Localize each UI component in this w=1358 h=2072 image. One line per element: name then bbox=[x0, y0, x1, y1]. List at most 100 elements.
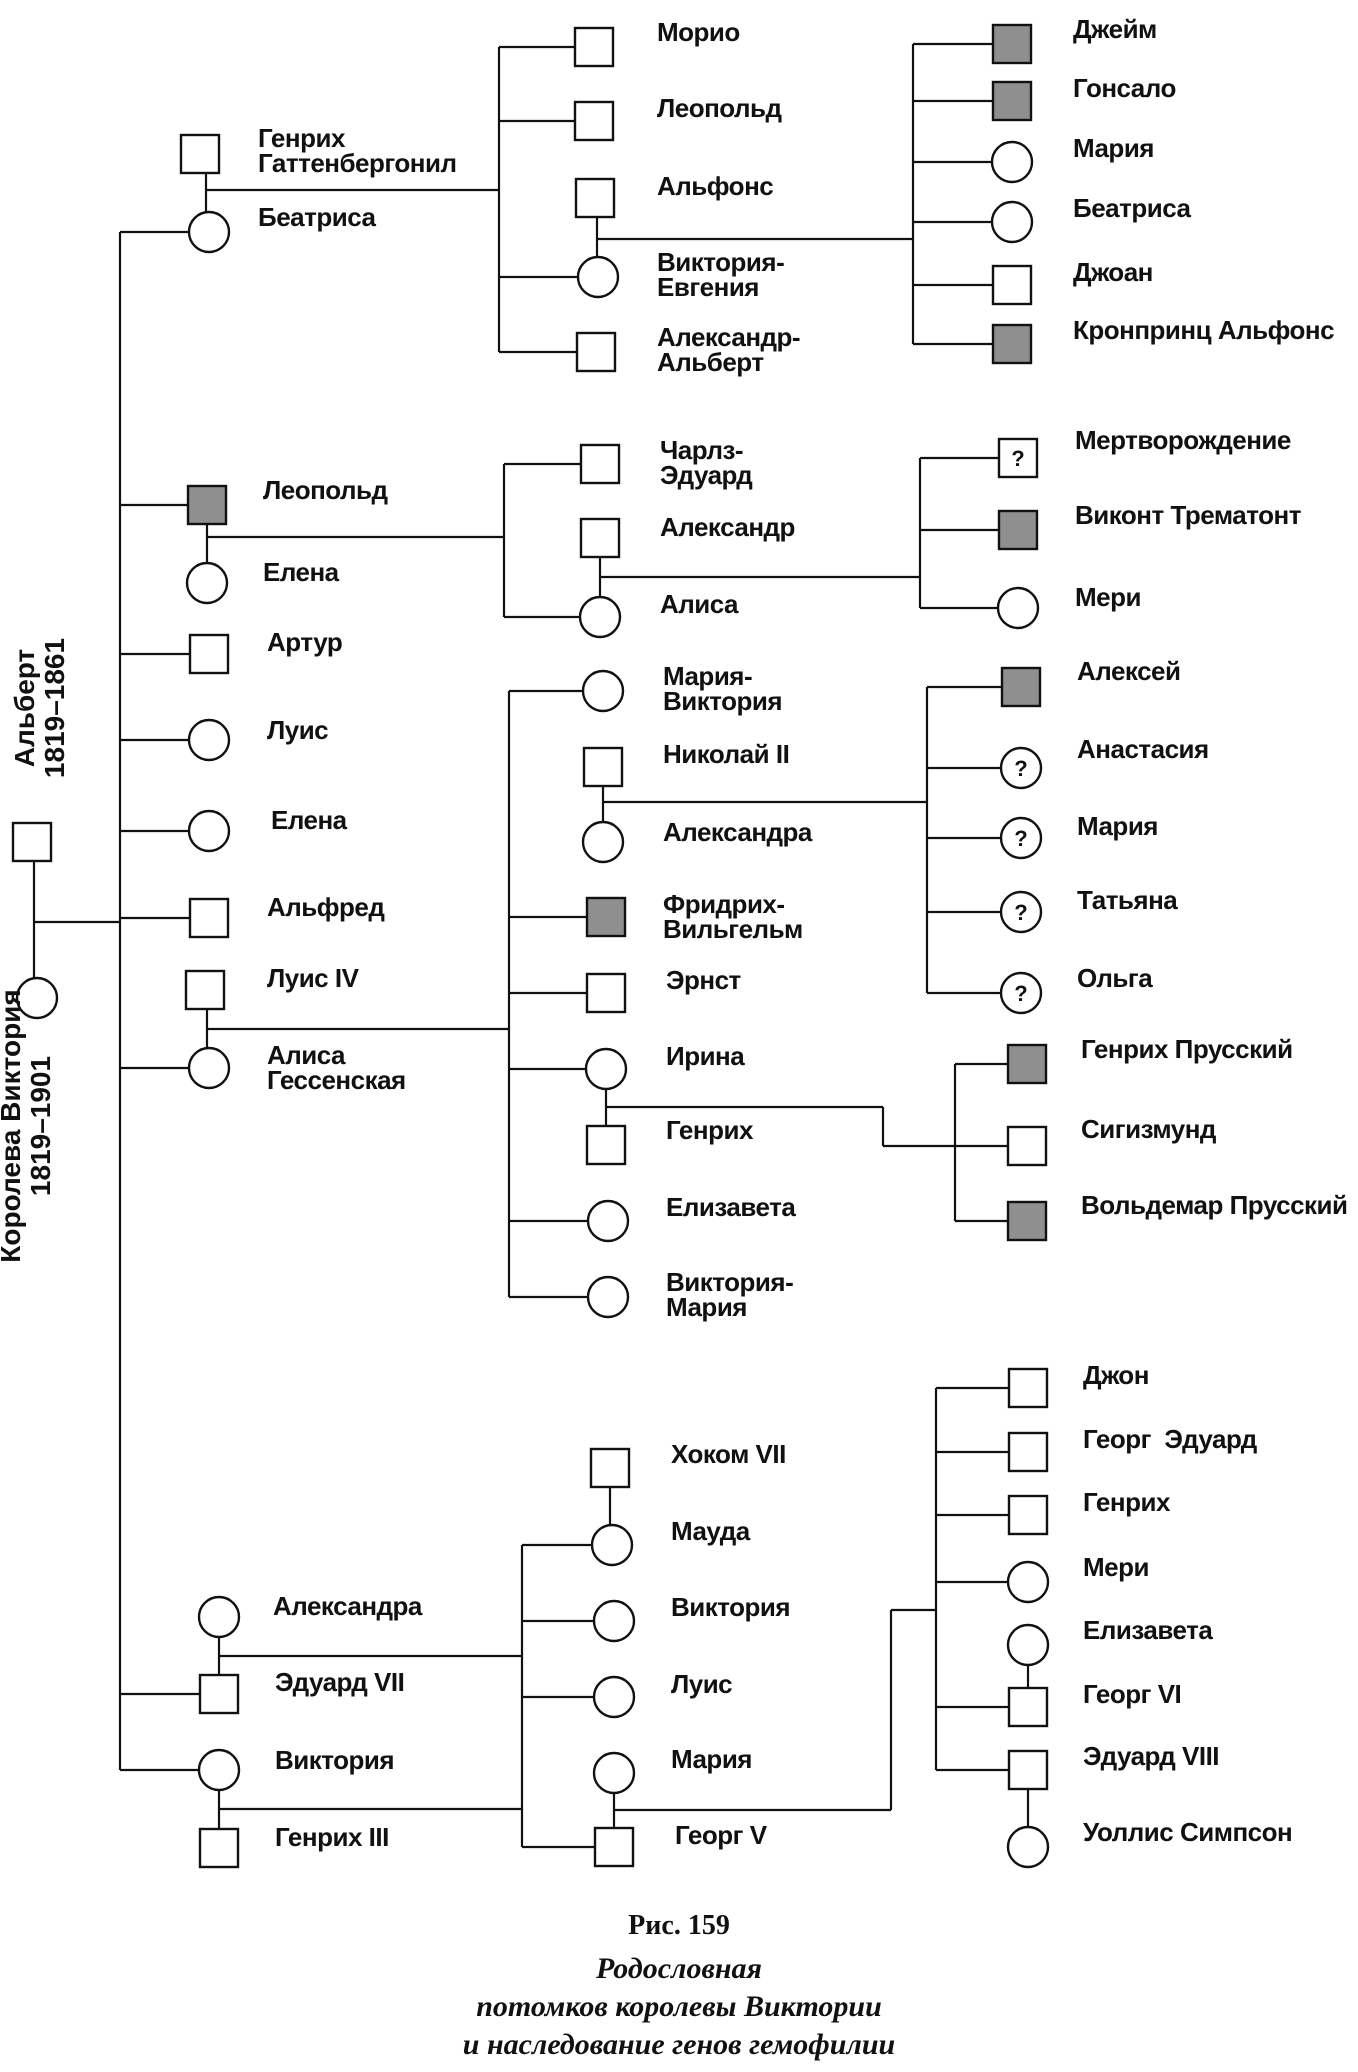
person-name-leopold-b: Леопольд bbox=[657, 93, 782, 123]
person-name-juan: Джоан bbox=[1073, 257, 1153, 287]
question-mark: ? bbox=[1011, 446, 1024, 471]
person-charles-edward-square bbox=[579, 443, 621, 485]
person-name-crown-prince-alfonso: Кронпринц Альфонс bbox=[1073, 315, 1335, 345]
person-name-friedrich-wilhelm: Фридрих- Вильгельм bbox=[663, 889, 803, 944]
figure-number: Рис. 159 bbox=[628, 1910, 730, 1941]
person-name-charles-edward: Чарлз- Эдуард bbox=[660, 435, 753, 490]
person-victoria-e-circle bbox=[592, 1599, 636, 1643]
person-anastasia-circle: ? bbox=[999, 746, 1043, 790]
person-mary-g-circle bbox=[1006, 1560, 1050, 1604]
person-name-victoria-g: Виктория bbox=[275, 1745, 395, 1775]
person-name-helena-w: Елена bbox=[263, 557, 339, 587]
person-beatrice-circle bbox=[187, 210, 231, 254]
person-henry-battenberg-square bbox=[179, 133, 221, 175]
person-edward-viii-square bbox=[1007, 1749, 1049, 1791]
person-crown-prince-alfonso-square bbox=[991, 323, 1033, 365]
person-alexandra-d-circle bbox=[197, 1595, 241, 1639]
person-name-henry-prussia: Генрих bbox=[666, 1115, 753, 1145]
person-name-maurice: Морио bbox=[657, 17, 740, 47]
person-name-haakon-vii: Хоком VII bbox=[671, 1439, 786, 1469]
person-name-henry-g: Генрих bbox=[1083, 1487, 1170, 1517]
person-haakon-vii-square bbox=[589, 1447, 631, 1489]
person-name-irene: Ирина bbox=[666, 1041, 745, 1071]
person-elizabeth-bl-circle bbox=[1006, 1623, 1050, 1667]
person-name-maud: Мауда bbox=[671, 1516, 750, 1546]
person-name-elizabeth-bl: Елизавета bbox=[1083, 1615, 1213, 1645]
person-victoria-eugenie-circle bbox=[576, 255, 620, 299]
founder-albert-label: Альберт 1819–1861 bbox=[9, 637, 70, 779]
person-juan-square bbox=[991, 264, 1033, 306]
person-alexander-albert-square bbox=[575, 331, 617, 373]
person-name-victoria-eugenie: Виктория- Евгения bbox=[657, 247, 785, 302]
person-maurice-square bbox=[573, 26, 615, 68]
person-name-henry-battenberg: Генрих Гаттенбергонил bbox=[258, 123, 457, 178]
person-name-sigismund: Сигизмунд bbox=[1081, 1114, 1216, 1144]
person-name-wallis-simpson: Уоллис Симпсон bbox=[1083, 1817, 1293, 1847]
person-name-helena: Елена bbox=[271, 805, 347, 835]
person-name-ernst: Эрнст bbox=[666, 965, 741, 995]
person-tatiana-circle: ? bbox=[999, 890, 1043, 934]
person-louis-iv-square bbox=[184, 969, 226, 1011]
person-maud-circle bbox=[590, 1523, 634, 1567]
person-albert-square bbox=[11, 821, 53, 863]
person-alfred-square bbox=[188, 897, 230, 939]
person-mary-c-circle bbox=[996, 586, 1040, 630]
person-name-stillbirth: Мертворождение bbox=[1075, 425, 1291, 455]
person-louise-circle bbox=[187, 718, 231, 762]
figure-title: Родословная потомков королевы Виктории и… bbox=[462, 1952, 896, 2061]
person-maria-s-circle bbox=[990, 140, 1034, 184]
person-maria-victoria-circle bbox=[581, 669, 625, 713]
person-name-victoria-e: Виктория bbox=[671, 1592, 791, 1622]
person-name-henry-of-prussia: Генрих Прусский bbox=[1081, 1034, 1293, 1064]
person-name-maria-victoria: Мария- Виктория bbox=[663, 661, 783, 716]
question-mark: ? bbox=[1014, 900, 1027, 925]
person-name-olga: Ольга bbox=[1077, 963, 1153, 993]
founder-victoria-label: Королева Виктория 1819–1901 bbox=[0, 989, 56, 1263]
person-henry-of-prussia-square bbox=[1006, 1043, 1048, 1085]
person-name-alexander-albert: Александр- Альберт bbox=[657, 322, 801, 377]
person-name-mary-teck: Мария bbox=[671, 1744, 752, 1774]
person-elizabeth-h-circle bbox=[586, 1199, 630, 1243]
person-edward-vii-square bbox=[198, 1673, 240, 1715]
person-name-alfonso-xiii: Альфонс bbox=[657, 171, 774, 201]
person-leopold-square bbox=[186, 484, 228, 526]
person-mary-teck-circle bbox=[592, 1751, 636, 1795]
person-gonzalo-square bbox=[991, 80, 1033, 122]
person-name-gonzalo: Гонсало bbox=[1073, 73, 1176, 103]
person-nicholas-ii-square bbox=[582, 746, 624, 788]
person-viscount-trematon-square bbox=[997, 509, 1039, 551]
person-name-victoria-maria: Виктория- Мария bbox=[666, 1267, 794, 1322]
person-name-anastasia: Анастасия bbox=[1077, 734, 1209, 764]
person-name-arthur: Артур bbox=[267, 627, 343, 657]
question-mark: ? bbox=[1014, 981, 1027, 1006]
person-george-edward-square bbox=[1007, 1431, 1049, 1473]
person-helena-circle bbox=[187, 809, 231, 853]
person-name-alexandra-r: Александра bbox=[663, 817, 812, 847]
person-george-v-square bbox=[593, 1826, 635, 1868]
person-helena-w-circle bbox=[185, 561, 229, 605]
person-alexandra-r-circle bbox=[581, 820, 625, 864]
person-victoria-g-circle bbox=[197, 1748, 241, 1792]
person-name-george-vi: Георг VI bbox=[1083, 1679, 1182, 1709]
person-name-maria-r: Мария bbox=[1077, 811, 1158, 841]
person-name-alexandra-d: Александра bbox=[273, 1591, 422, 1621]
person-sigismund-square bbox=[1006, 1125, 1048, 1167]
person-name-beatrice: Беатриса bbox=[258, 202, 376, 232]
person-john-square bbox=[1007, 1367, 1049, 1409]
person-name-viscount-trematon: Виконт Трематонт bbox=[1075, 500, 1301, 530]
person-name-elizabeth-h: Елизавета bbox=[666, 1192, 796, 1222]
person-name-beatriz-s: Беатриса bbox=[1073, 193, 1191, 223]
person-name-louis-iv: Луис IV bbox=[267, 963, 359, 993]
person-irene-circle bbox=[584, 1047, 628, 1091]
person-beatriz-s-circle bbox=[990, 200, 1034, 244]
person-name-john: Джон bbox=[1083, 1360, 1149, 1390]
person-name-louise: Луис bbox=[267, 715, 329, 745]
person-friedrich-wilhelm-square bbox=[585, 896, 627, 938]
person-name-waldemar: Вольдемар Прусский bbox=[1081, 1190, 1348, 1220]
person-name-tatiana: Татьяна bbox=[1077, 885, 1178, 915]
person-name-edward-vii: Эдуард VII bbox=[275, 1667, 405, 1697]
person-name-mary-g: Мери bbox=[1083, 1552, 1149, 1582]
person-name-george-edward: Георг Эдуард bbox=[1083, 1424, 1257, 1454]
